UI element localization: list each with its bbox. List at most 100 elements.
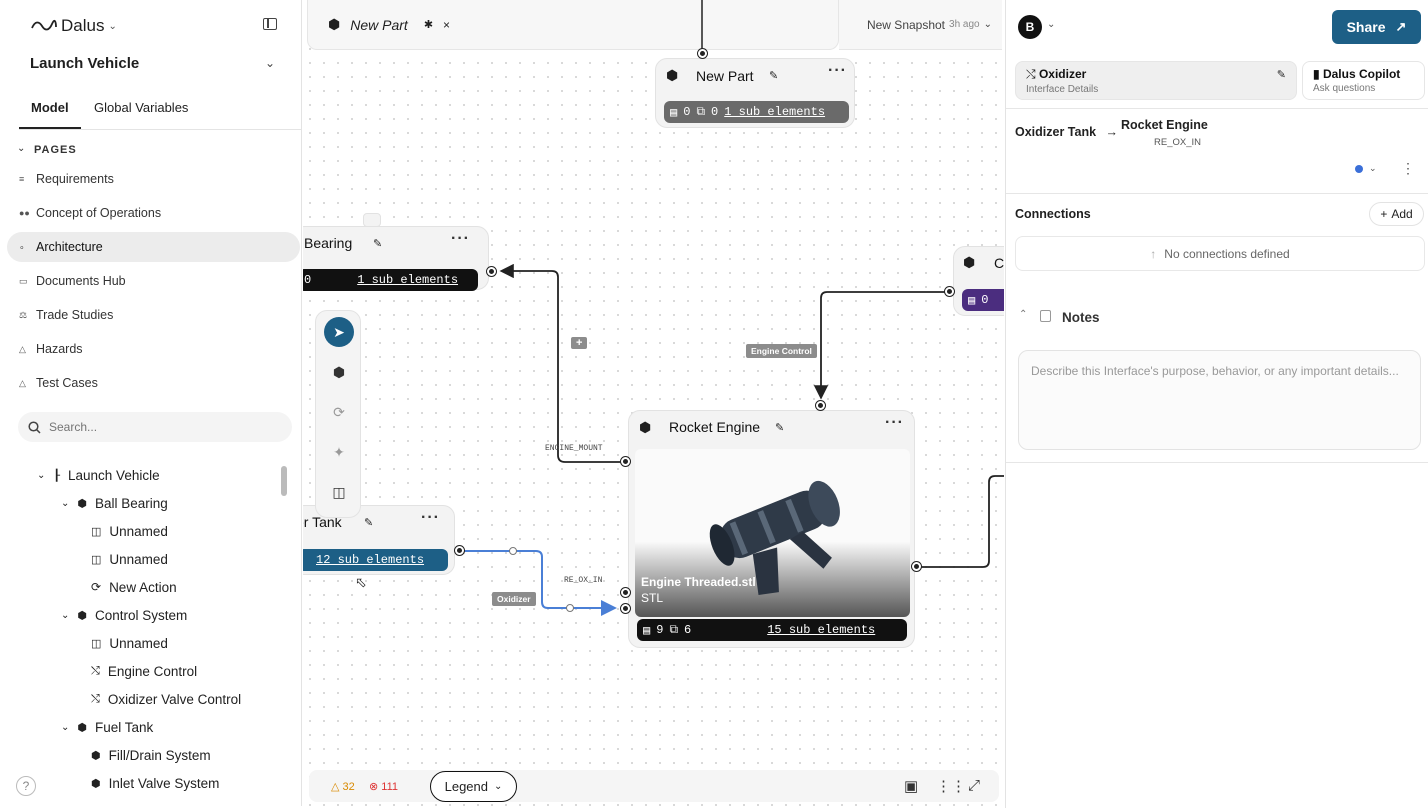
tree-item-fill-drain-system[interactable]: ⬢Fill/Drain System (91, 744, 211, 766)
search-input[interactable] (49, 420, 249, 434)
chevron-down-icon[interactable]: ⌄ (1047, 19, 1056, 30)
more-options-icon[interactable]: ··· (885, 414, 904, 431)
chevron-down-icon[interactable]: ⌄ (1369, 163, 1377, 173)
edge-oxidizer[interactable] (461, 550, 617, 616)
tab-interface-details[interactable]: ⤭ Oxidizer Interface Details ✎ (1015, 61, 1297, 100)
tree-item-fuel-tank[interactable]: ⌄⬢Fuel Tank (61, 716, 153, 738)
add-part-tool-icon[interactable]: ⬢ (332, 364, 346, 380)
node-chip[interactable]: ▤0 ⧉0 1 sub elements (664, 101, 849, 123)
more-options-icon[interactable]: ··· (828, 62, 847, 79)
node-new-part[interactable]: ⬢ New Part ✎ ··· ▤0 ⧉0 1 sub elements (655, 58, 855, 128)
chevron-down-icon[interactable]: ⌄ (37, 469, 46, 481)
fit-view-icon[interactable]: ▣ (904, 778, 919, 795)
tree-item-new-action[interactable]: ⟳New Action (91, 576, 177, 598)
tree-item-control-system[interactable]: ⌄⬢Control System (61, 604, 187, 626)
tree-item-unnamed[interactable]: ◫Unnamed (91, 548, 168, 570)
project-chevron-icon[interactable]: ⌄ (265, 56, 276, 70)
edit-icon[interactable]: ✎ (373, 238, 383, 250)
page-item-concept-of-operations[interactable]: ●●Concept of Operations (7, 198, 300, 228)
path-source[interactable]: Oxidizer Tank (1015, 125, 1097, 139)
chevron-down-icon[interactable]: ⌄ (61, 497, 70, 509)
port-handle[interactable] (698, 49, 707, 58)
layout-icon[interactable]: ⤢ (968, 777, 981, 794)
node-oxidizer-tank[interactable]: er Tank ✎ ··· 12 sub elements (303, 505, 455, 575)
edge-right-output[interactable] (917, 475, 1004, 568)
architecture-canvas[interactable]: ⬢ New Part ✱ × New Snapshot 3h ago ⌄ ⬢ N… (303, 0, 1004, 806)
edge-label-oxidizer[interactable]: Oxidizer (492, 592, 536, 606)
tab-dalus-copilot[interactable]: ▮ Dalus Copilot Ask questions (1302, 61, 1425, 100)
canvas-tab-new-part[interactable]: ⬢ New Part ✱ × (307, 0, 839, 50)
node-control-system[interactable]: ⬢ C ▤0 (953, 246, 1004, 316)
chevron-down-icon[interactable]: ⌄ (61, 609, 70, 621)
edge-label-engine-control[interactable]: Engine Control (746, 344, 817, 358)
add-action-tool-icon[interactable]: ⟳ (333, 404, 345, 420)
select-tool-icon[interactable]: ➤ (324, 317, 354, 347)
close-icon[interactable]: × (443, 17, 451, 32)
more-options-icon[interactable]: ··· (451, 230, 470, 247)
port-handle[interactable] (816, 401, 825, 410)
snapshot-selector[interactable]: New Snapshot 3h ago ⌄ (839, 0, 1002, 50)
page-item-trade-studies[interactable]: ⚖Trade Studies (7, 300, 300, 330)
node-chip[interactable]: ▤0 (962, 289, 1004, 311)
add-document-tool-icon[interactable]: ◫ (332, 484, 346, 500)
pin-icon[interactable]: ✱ (423, 19, 434, 31)
search-box[interactable] (18, 412, 292, 442)
add-interface-tool-icon[interactable]: ✦ (333, 444, 345, 460)
add-connection-button[interactable]: +Add (1369, 202, 1424, 226)
tab-model[interactable]: Model (19, 100, 80, 129)
page-item-test-cases[interactable]: △Test Cases (7, 368, 300, 398)
tree-item-launch-vehicle[interactable]: ⌄┠Launch Vehicle (37, 464, 160, 486)
sub-elements-link[interactable]: 15 sub elements (767, 623, 876, 637)
page-item-hazards[interactable]: △Hazards (7, 334, 300, 364)
page-item-architecture[interactable]: ∘Architecture (7, 232, 300, 262)
tree-item-unnamed[interactable]: ◫Unnamed (91, 520, 168, 542)
more-options-icon[interactable]: ··· (421, 509, 440, 526)
edge-engine-control[interactable] (813, 291, 950, 400)
notes-input[interactable]: Describe this Interface's purpose, behav… (1018, 350, 1421, 450)
page-item-documents-hub[interactable]: ▭Documents Hub (7, 266, 300, 296)
edit-icon[interactable]: ✎ (769, 70, 779, 82)
model-preview[interactable]: Engine Threaded.stl STL (635, 449, 910, 617)
pages-collapse-icon[interactable]: ⌄ (17, 143, 26, 154)
path-target[interactable]: Rocket Engine (1121, 118, 1208, 132)
more-options-icon[interactable]: ⋮ (1401, 160, 1415, 176)
page-item-requirements[interactable]: ≡Requirements (7, 164, 300, 194)
grid-toggle-icon[interactable]: ⋮⋮ (936, 778, 966, 795)
edge-engine-mount[interactable] (499, 263, 625, 463)
user-avatar[interactable]: B (1018, 15, 1042, 39)
chevron-down-icon[interactable]: ⌄ (61, 721, 70, 733)
status-dot[interactable] (1355, 165, 1363, 173)
add-edge-label-button[interactable]: + (571, 337, 588, 349)
tree-item-inlet-valve-system[interactable]: ⬢Inlet Valve System (91, 772, 219, 794)
tab-global-variables[interactable]: Global Variables (94, 100, 189, 115)
collapse-sidebar-icon[interactable] (263, 18, 277, 30)
port-handle[interactable] (621, 457, 630, 466)
errors-indicator[interactable]: ⊗ 111 (369, 780, 398, 793)
sub-elements-link[interactable]: 12 sub elements (316, 553, 425, 567)
port-handle[interactable] (455, 546, 464, 555)
warnings-indicator[interactable]: △ 32 (331, 780, 355, 793)
share-button[interactable]: Share↗ (1332, 10, 1421, 44)
node-chip[interactable]: 12 sub elements (303, 549, 448, 571)
tree-scrollbar[interactable] (281, 466, 287, 496)
node-chip[interactable]: 0 1 sub elements (303, 269, 478, 291)
port-handle[interactable] (945, 287, 954, 296)
edit-icon[interactable]: ✎ (364, 517, 374, 529)
edit-icon[interactable]: ✎ (775, 422, 785, 434)
sub-elements-link[interactable]: 1 sub elements (724, 105, 826, 119)
node-handle[interactable] (363, 213, 381, 227)
edit-icon[interactable]: ✎ (1276, 69, 1286, 81)
port-handle[interactable] (621, 604, 630, 613)
node-bearing[interactable]: Bearing ✎ ··· 0 1 sub elements (303, 226, 489, 291)
project-title[interactable]: Launch Vehicle (30, 55, 140, 72)
tree-item-oxidizer-valve-control[interactable]: ⤭Oxidizer Valve Control (91, 688, 241, 710)
port-handle[interactable] (487, 267, 496, 276)
node-chip[interactable]: ▤9 ⧉6 15 sub elements (637, 619, 907, 641)
tree-item-ball-bearing[interactable]: ⌄⬢Ball Bearing (61, 492, 168, 514)
tree-item-unnamed[interactable]: ◫Unnamed (91, 632, 168, 654)
tree-item-engine-control[interactable]: ⤭Engine Control (91, 660, 197, 682)
notes-collapse-icon[interactable]: ⌃ (1019, 309, 1028, 320)
node-rocket-engine[interactable]: ⬢ Rocket Engine ✎ ··· Engine Threaded.st… (628, 410, 915, 648)
brand-menu[interactable]: Dalus ⌄ (31, 16, 117, 36)
help-icon[interactable]: ? (16, 776, 36, 796)
